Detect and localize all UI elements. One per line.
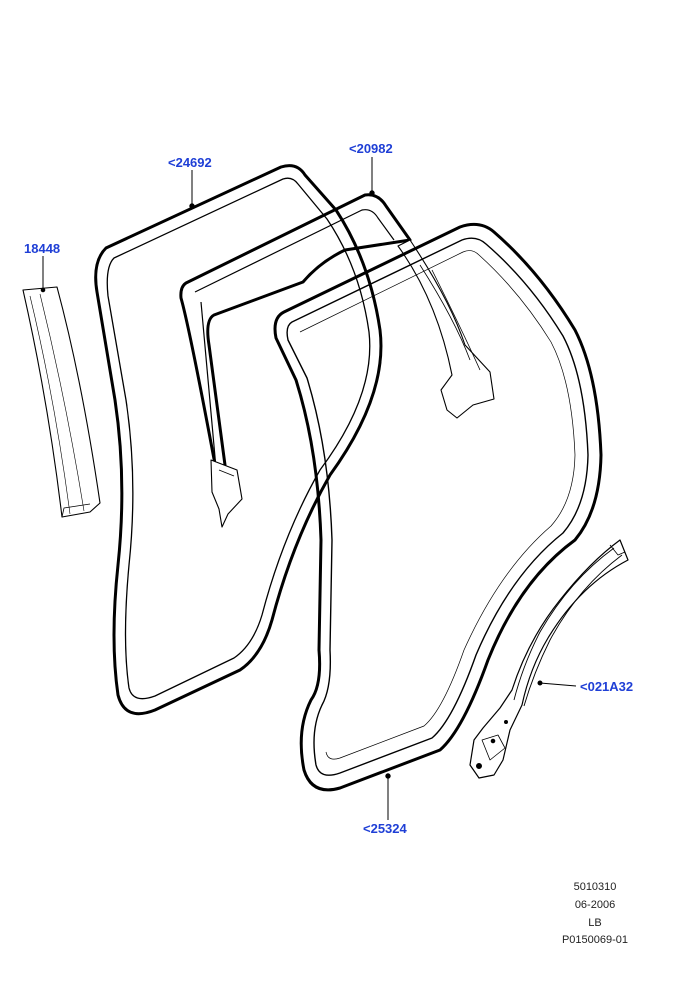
- callout-021A32[interactable]: <021A32: [580, 679, 634, 694]
- callout-24692[interactable]: <24692: [168, 155, 212, 170]
- info-region: LB: [588, 917, 602, 929]
- leader-lines: [40, 157, 577, 820]
- info-illustration-id: P0150069-01: [561, 934, 629, 946]
- callout-25324[interactable]: <25324: [363, 821, 407, 836]
- info-code: 5010310: [573, 881, 617, 893]
- window-seal-20982: [179, 193, 495, 528]
- door-seal-24692: [94, 164, 383, 716]
- quarter-seal-021A32: [469, 539, 629, 779]
- callout-18448[interactable]: 18448: [24, 241, 61, 256]
- trim-strip-18448: [22, 286, 101, 518]
- door-seal-25324: [273, 222, 603, 792]
- callout-20982[interactable]: <20982: [349, 141, 393, 156]
- info-date: 06-2006: [574, 899, 616, 911]
